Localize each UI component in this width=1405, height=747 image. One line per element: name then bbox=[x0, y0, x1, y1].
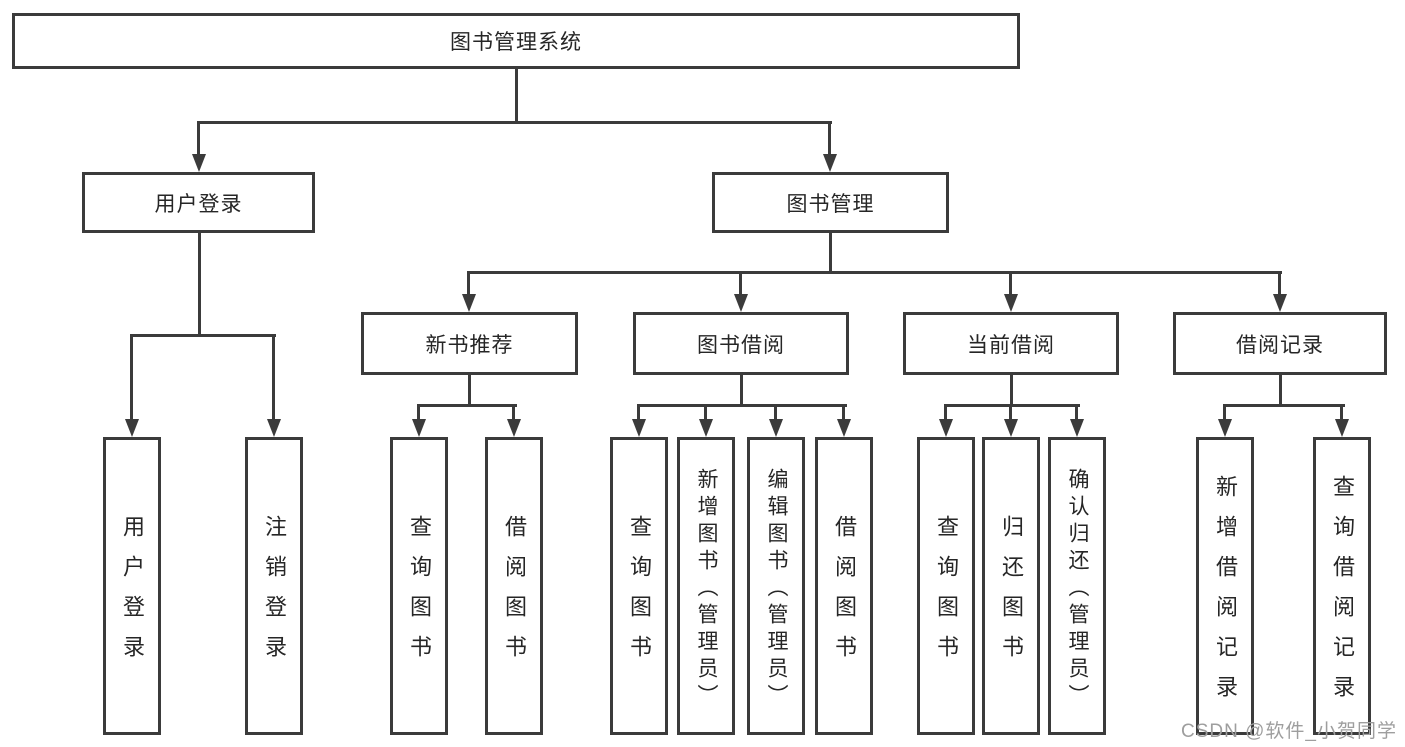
node-root-label: 图书管理系统 bbox=[450, 31, 582, 54]
connector-arrow bbox=[1217, 404, 1233, 437]
connector-arrow bbox=[1003, 271, 1019, 312]
leaf-user-login-label: 用户登录 bbox=[120, 515, 145, 675]
leaf-confirm-return-admin: 确认归还（管理员） bbox=[1048, 437, 1106, 735]
leaf-logout-label: 注销登录 bbox=[262, 515, 287, 675]
connector-arrow bbox=[1069, 404, 1085, 437]
connector-line bbox=[945, 404, 1080, 407]
connector-line bbox=[740, 375, 743, 407]
leaf-query-books-3-label: 查询图书 bbox=[934, 515, 959, 675]
connector-line bbox=[829, 233, 832, 274]
connector-line bbox=[1224, 404, 1345, 407]
leaf-edit-books-admin-label: 编辑图书（管理员） bbox=[765, 467, 788, 711]
leaf-return-books: 归还图书 bbox=[982, 437, 1040, 735]
leaf-borrow-books-1: 借阅图书 bbox=[485, 437, 543, 735]
connector-arrow bbox=[461, 271, 477, 312]
node-borrow-records-label: 借阅记录 bbox=[1236, 333, 1324, 357]
leaf-add-borrow-record: 新增借阅记录 bbox=[1196, 437, 1254, 735]
leaf-edit-books-admin: 编辑图书（管理员） bbox=[747, 437, 805, 735]
leaf-query-books-2: 查询图书 bbox=[610, 437, 668, 735]
node-new-book-recommend: 新书推荐 bbox=[361, 312, 578, 375]
leaf-logout: 注销登录 bbox=[245, 437, 303, 735]
connector-arrow bbox=[631, 404, 647, 437]
connector-arrow bbox=[1003, 404, 1019, 437]
node-current-borrow-label: 当前借阅 bbox=[967, 333, 1055, 357]
node-borrow-records: 借阅记录 bbox=[1173, 312, 1387, 375]
connector-arrow bbox=[506, 404, 522, 437]
connector-line bbox=[515, 67, 518, 124]
node-current-borrow: 当前借阅 bbox=[903, 312, 1119, 375]
node-new-book-recommend-label: 新书推荐 bbox=[425, 333, 514, 357]
connector-arrow bbox=[698, 404, 714, 437]
connector-arrow bbox=[191, 121, 207, 172]
connector-line bbox=[198, 233, 201, 337]
node-root: 图书管理系统 bbox=[12, 13, 1020, 69]
leaf-borrow-books-1-label: 借阅图书 bbox=[502, 515, 527, 675]
leaf-query-books-1-label: 查询图书 bbox=[407, 515, 432, 675]
node-book-management-label: 图书管理 bbox=[786, 192, 875, 216]
leaf-user-login: 用户登录 bbox=[103, 437, 161, 735]
connector-line bbox=[638, 404, 847, 407]
watermark: CSDN @软件_小贺同学 bbox=[1181, 721, 1397, 742]
node-book-borrow-label: 图书借阅 bbox=[697, 333, 785, 357]
leaf-borrow-books-2: 借阅图书 bbox=[815, 437, 873, 735]
leaf-query-borrow-record-label: 查询借阅记录 bbox=[1330, 475, 1355, 715]
connector-line bbox=[418, 404, 517, 407]
connector-line bbox=[1279, 375, 1282, 407]
connector-arrow bbox=[1272, 271, 1288, 312]
leaf-add-books-admin-label: 新增图书（管理员） bbox=[695, 467, 718, 711]
connector-line bbox=[131, 334, 276, 337]
node-user-login: 用户登录 bbox=[82, 172, 315, 233]
connector-arrow bbox=[124, 334, 140, 437]
connector-arrow bbox=[822, 121, 838, 172]
leaf-query-borrow-record: 查询借阅记录 bbox=[1313, 437, 1371, 735]
leaf-query-books-1: 查询图书 bbox=[390, 437, 448, 735]
leaf-query-books-3: 查询图书 bbox=[917, 437, 975, 735]
leaf-add-books-admin: 新增图书（管理员） bbox=[677, 437, 735, 735]
leaf-return-books-label: 归还图书 bbox=[999, 515, 1024, 675]
leaf-borrow-books-2-label: 借阅图书 bbox=[832, 515, 857, 675]
connector-arrow bbox=[733, 271, 749, 312]
connector-line bbox=[1010, 375, 1013, 407]
connector-arrow bbox=[266, 334, 282, 437]
connector-arrow bbox=[836, 404, 852, 437]
node-book-borrow: 图书借阅 bbox=[633, 312, 849, 375]
node-book-management: 图书管理 bbox=[712, 172, 949, 233]
leaf-add-borrow-record-label: 新增借阅记录 bbox=[1213, 475, 1238, 715]
connector-line bbox=[468, 271, 1282, 274]
connector-arrow bbox=[411, 404, 427, 437]
node-user-login-label: 用户登录 bbox=[154, 192, 243, 216]
connector-line bbox=[198, 121, 832, 124]
leaf-query-books-2-label: 查询图书 bbox=[627, 515, 652, 675]
connector-line bbox=[468, 375, 471, 407]
connector-arrow bbox=[768, 404, 784, 437]
leaf-confirm-return-admin-label: 确认归还（管理员） bbox=[1066, 467, 1089, 711]
connector-arrow bbox=[938, 404, 954, 437]
connector-arrow bbox=[1334, 404, 1350, 437]
